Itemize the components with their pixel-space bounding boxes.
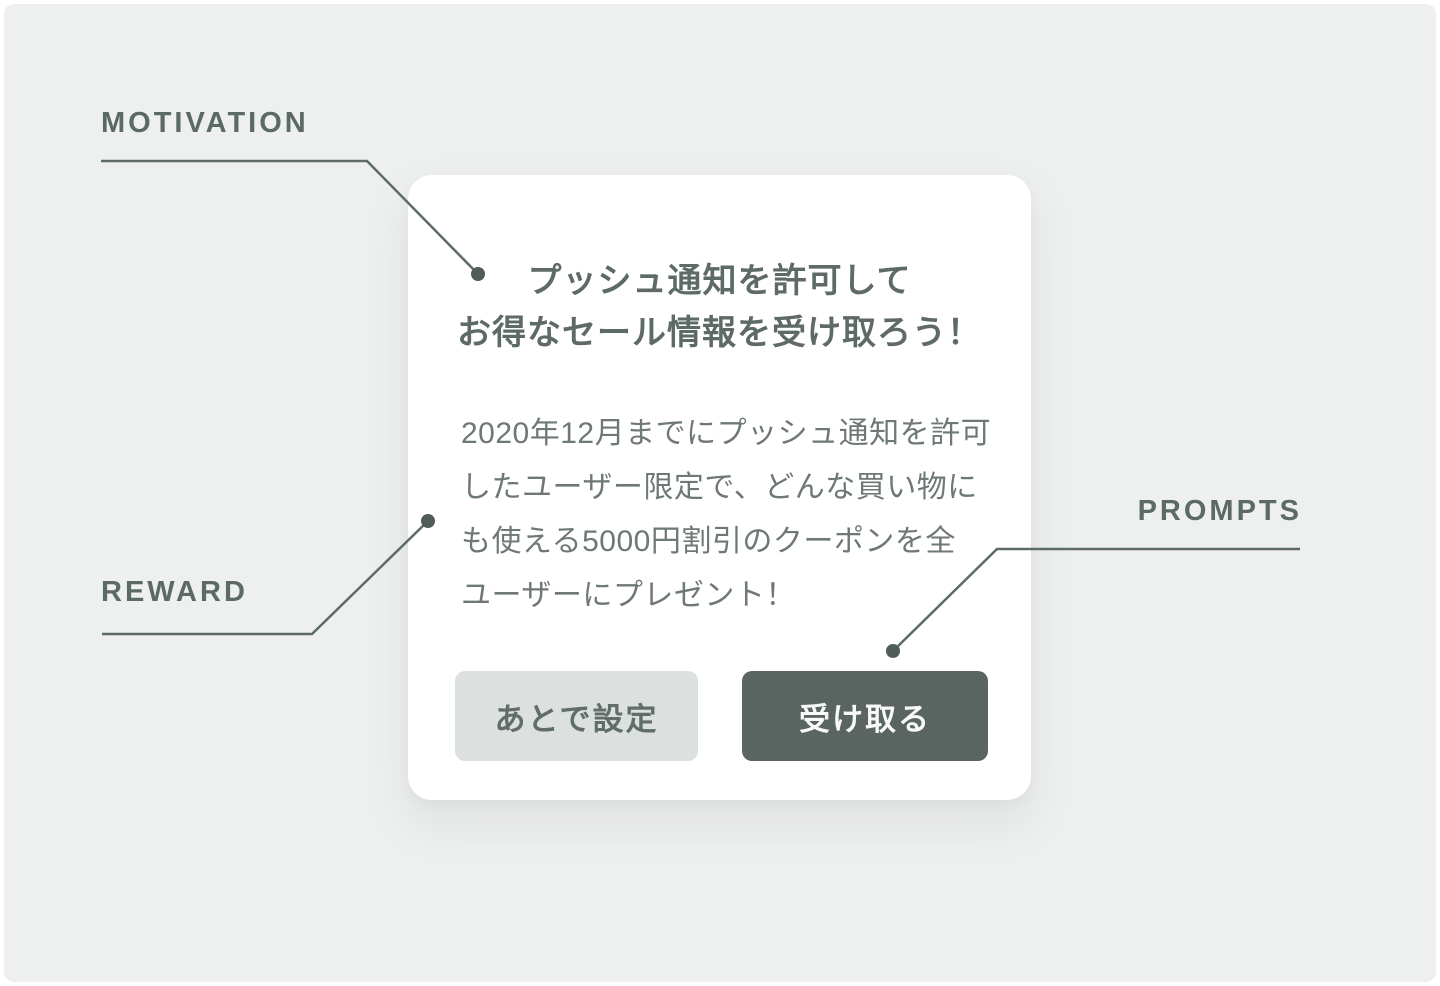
dialog-body-text: 2020年12月までにプッシュ通知を許可 したユーザー限定で、どんな買い物に も…: [461, 407, 991, 623]
receive-button[interactable]: 受け取る: [742, 671, 988, 761]
dialog-body-line: ユーザーにプレゼント！: [461, 579, 796, 612]
annotation-label-motivation: MOTIVATION: [101, 107, 309, 139]
notification-permission-dialog: プッシュ通知を許可して お得なセール情報を受け取ろう！ 2020年12月までにプ…: [408, 175, 1031, 800]
dialog-title: プッシュ通知を許可して お得なセール情報を受け取ろう！: [408, 255, 1031, 359]
dialog-body-line: も使える5000円割引のクーポンを全: [461, 525, 956, 558]
annotation-label-reward: REWARD: [101, 576, 248, 608]
dialog-title-line: プッシュ通知を許可して: [527, 262, 912, 300]
dialog-body-line: 2020年12月までにプッシュ通知を許可: [461, 417, 992, 450]
annotation-label-prompts: PROMPTS: [1137, 495, 1302, 527]
dialog-body-line: したユーザー限定で、どんな買い物に: [461, 471, 978, 504]
set-later-button[interactable]: あとで設定: [455, 671, 698, 761]
dialog-title-line: お得なセール情報を受け取ろう！: [457, 314, 982, 352]
